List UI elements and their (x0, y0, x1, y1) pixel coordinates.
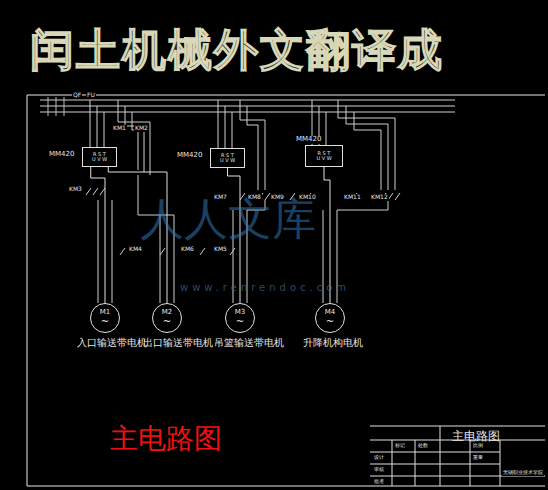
pin-names: U V W (316, 156, 331, 162)
motor-text: ~ (326, 316, 334, 327)
contactor-label: KM4 (128, 246, 143, 253)
watermark-url: www.renrendoc.com (180, 282, 350, 293)
title-block-cell: 标记 (394, 443, 406, 449)
motor-text: M2 (162, 309, 173, 317)
motor-name: 出口输送带电机 (143, 337, 213, 348)
power-wire (91, 167, 105, 303)
motor-name: 入口输送带电机 (77, 337, 147, 348)
motor-name: 升降机构电机 (303, 337, 363, 348)
inverter-name: MM420 (177, 152, 202, 160)
title-block-cell: 处数 (417, 443, 429, 449)
title-block-cell: 设计 (373, 455, 385, 461)
watermark-banner: 闰土机械外文翻译成 (30, 26, 444, 74)
inverter-box: MM420R S TU V W (210, 148, 245, 168)
title-block-name: 主电路图 (452, 430, 500, 443)
pin-names: U V W (92, 157, 107, 163)
title-block-cell: 批准 (373, 479, 385, 485)
motor-text: ~ (163, 316, 171, 327)
fuse-label: FU (86, 92, 96, 99)
title-block-school: 无锡职业技术学院 (502, 470, 544, 476)
drawing-title: 主电路图 (110, 424, 222, 455)
inverter-name: MM420 (49, 151, 74, 159)
motor-text: M4 (325, 309, 336, 317)
motor-text: M3 (235, 309, 246, 317)
contactor-label: KM5 (213, 246, 228, 253)
motor-text: ~ (101, 316, 109, 327)
inverter-name: MM420 (296, 136, 321, 144)
contactor-label: KM12 (370, 194, 389, 201)
contactor-label: KM3 (68, 186, 83, 193)
pin-names: U V W (220, 158, 235, 164)
inverter-box: MM420R S TU V W (305, 145, 343, 167)
contactor-label: KM11 (343, 194, 362, 201)
motor-symbol: M2~ (152, 303, 182, 333)
motor-symbol: M3~ (225, 303, 255, 333)
motor-symbol: M1~ (90, 303, 120, 333)
contactor-label: KM1 (112, 125, 127, 132)
watermark-logo: 人人文库 (140, 195, 316, 243)
inverter-box: MM420R S TU V W (82, 147, 117, 167)
contactor-label: KM2 (134, 125, 149, 132)
title-block-cell: 比例 (472, 443, 484, 449)
contactor-label: KM6 (180, 246, 195, 253)
motor-name: 吊篮输送带电机 (214, 337, 284, 348)
motor-text: M1 (100, 309, 111, 317)
motor-text: ~ (236, 316, 244, 327)
breaker-label: QF (72, 92, 82, 99)
title-block-cell: 重量 (472, 455, 484, 461)
title-block-cell: 审核 (373, 467, 385, 473)
motor-symbol: M4~ (315, 303, 345, 333)
